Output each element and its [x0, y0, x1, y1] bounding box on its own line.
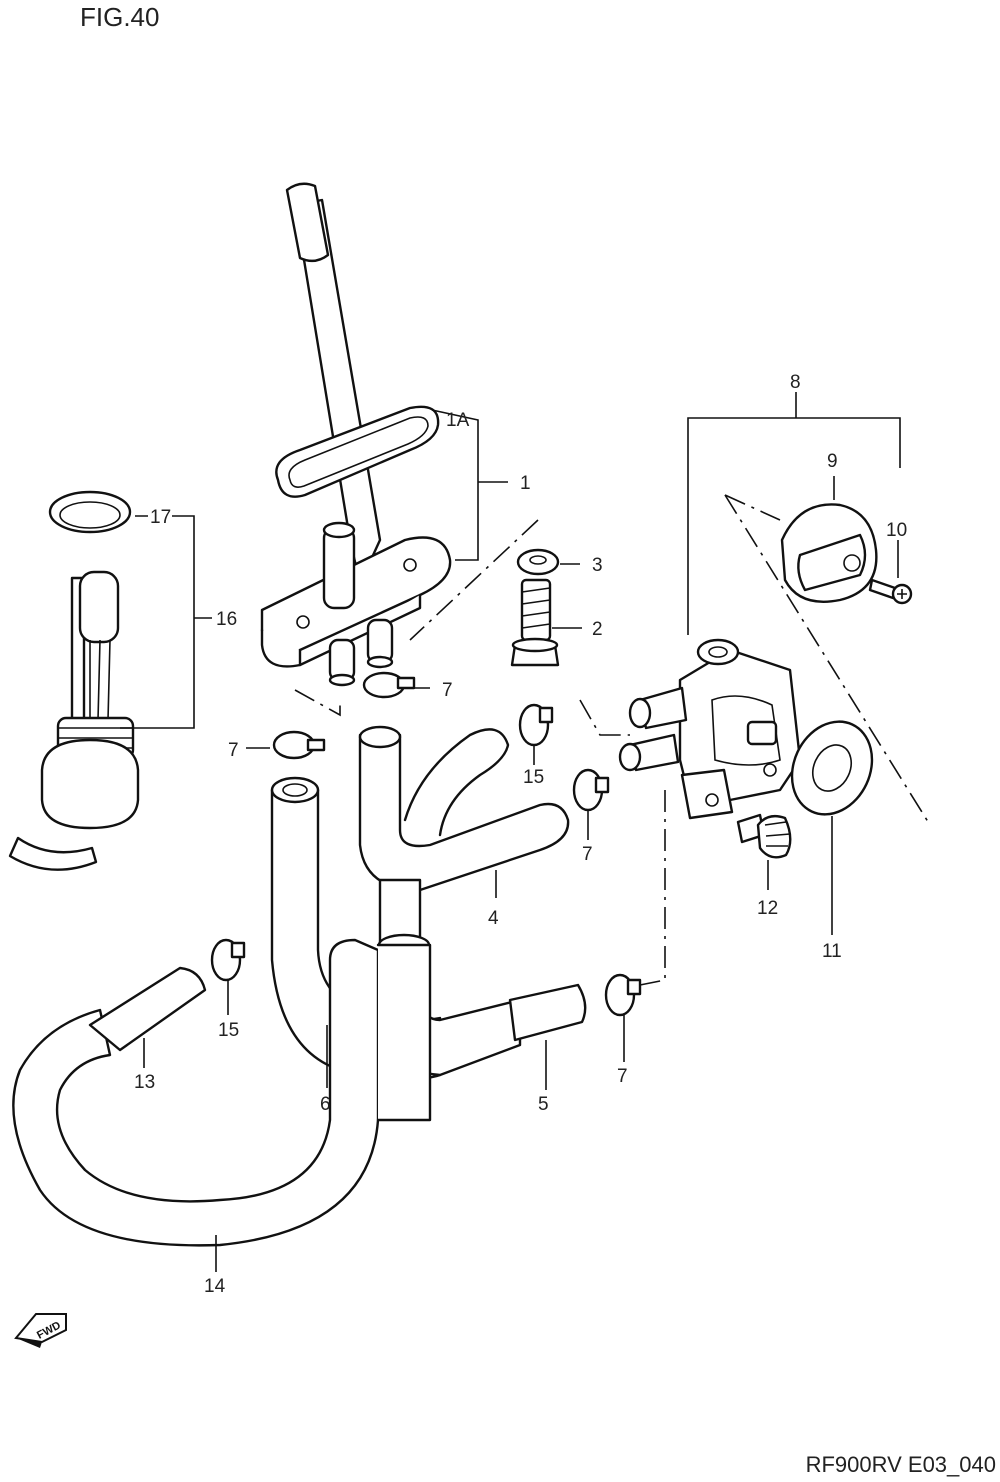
callout-1A: 1A — [446, 410, 470, 431]
callout-14: 14 — [204, 1276, 226, 1297]
callout-1: 1 — [520, 473, 531, 494]
callout-17: 17 — [150, 507, 171, 528]
part-11-gasket[interactable] — [777, 708, 886, 827]
part-4-fuel-hose[interactable] — [358, 725, 570, 892]
part-7-clamp[interactable] — [604, 973, 642, 1017]
part-8-fuel-cock-assembly[interactable] — [618, 638, 802, 820]
callout-8: 8 — [790, 372, 801, 393]
callout-2: 2 — [592, 619, 603, 640]
part-10-screw[interactable] — [868, 578, 913, 605]
part-3-washer[interactable] — [516, 548, 560, 576]
callout-15-a: 15 — [523, 767, 544, 788]
callout-15-b: 15 — [218, 1020, 239, 1041]
part-2-bolt[interactable] — [510, 578, 560, 667]
part-1A-gasket[interactable] — [275, 405, 440, 498]
part-1-fuel-pickup-assembly[interactable] — [260, 182, 452, 687]
callout-13: 13 — [134, 1072, 155, 1093]
part-7-clamp[interactable] — [362, 671, 416, 699]
part-12-bolt[interactable] — [736, 813, 792, 859]
callout-11: 11 — [822, 941, 842, 962]
part-16-fuel-level-sender[interactable] — [8, 570, 140, 871]
part-13-fuel-hose[interactable] — [88, 966, 207, 1052]
part-17-o-ring[interactable] — [48, 490, 132, 534]
forward-arrow-icon: FWD — [14, 1313, 67, 1348]
part-15-clamp[interactable] — [210, 938, 246, 982]
callout-7-d: 7 — [617, 1066, 628, 1087]
part-14-fuel-hose[interactable] — [12, 933, 432, 1247]
callout-9: 9 — [827, 451, 838, 472]
part-9-fuel-cock-knob[interactable] — [780, 503, 878, 603]
callout-6: 6 — [320, 1094, 331, 1115]
part-7-clamp[interactable] — [272, 730, 326, 760]
callout-5: 5 — [538, 1094, 549, 1115]
figure-title: FIG.40 — [80, 2, 160, 32]
part-7-clamp[interactable] — [572, 768, 610, 812]
callout-7-b: 7 — [228, 740, 239, 761]
callout-4: 4 — [488, 908, 499, 929]
callout-10: 10 — [886, 520, 907, 541]
callout-3: 3 — [592, 555, 603, 576]
diagram-code: RF900RV E03_040 — [805, 1452, 996, 1477]
callout-7-a: 7 — [442, 680, 453, 701]
part-15-clamp[interactable] — [518, 703, 554, 747]
callout-7-c: 7 — [582, 844, 593, 865]
callout-16: 16 — [216, 609, 237, 630]
callout-12: 12 — [757, 898, 778, 919]
